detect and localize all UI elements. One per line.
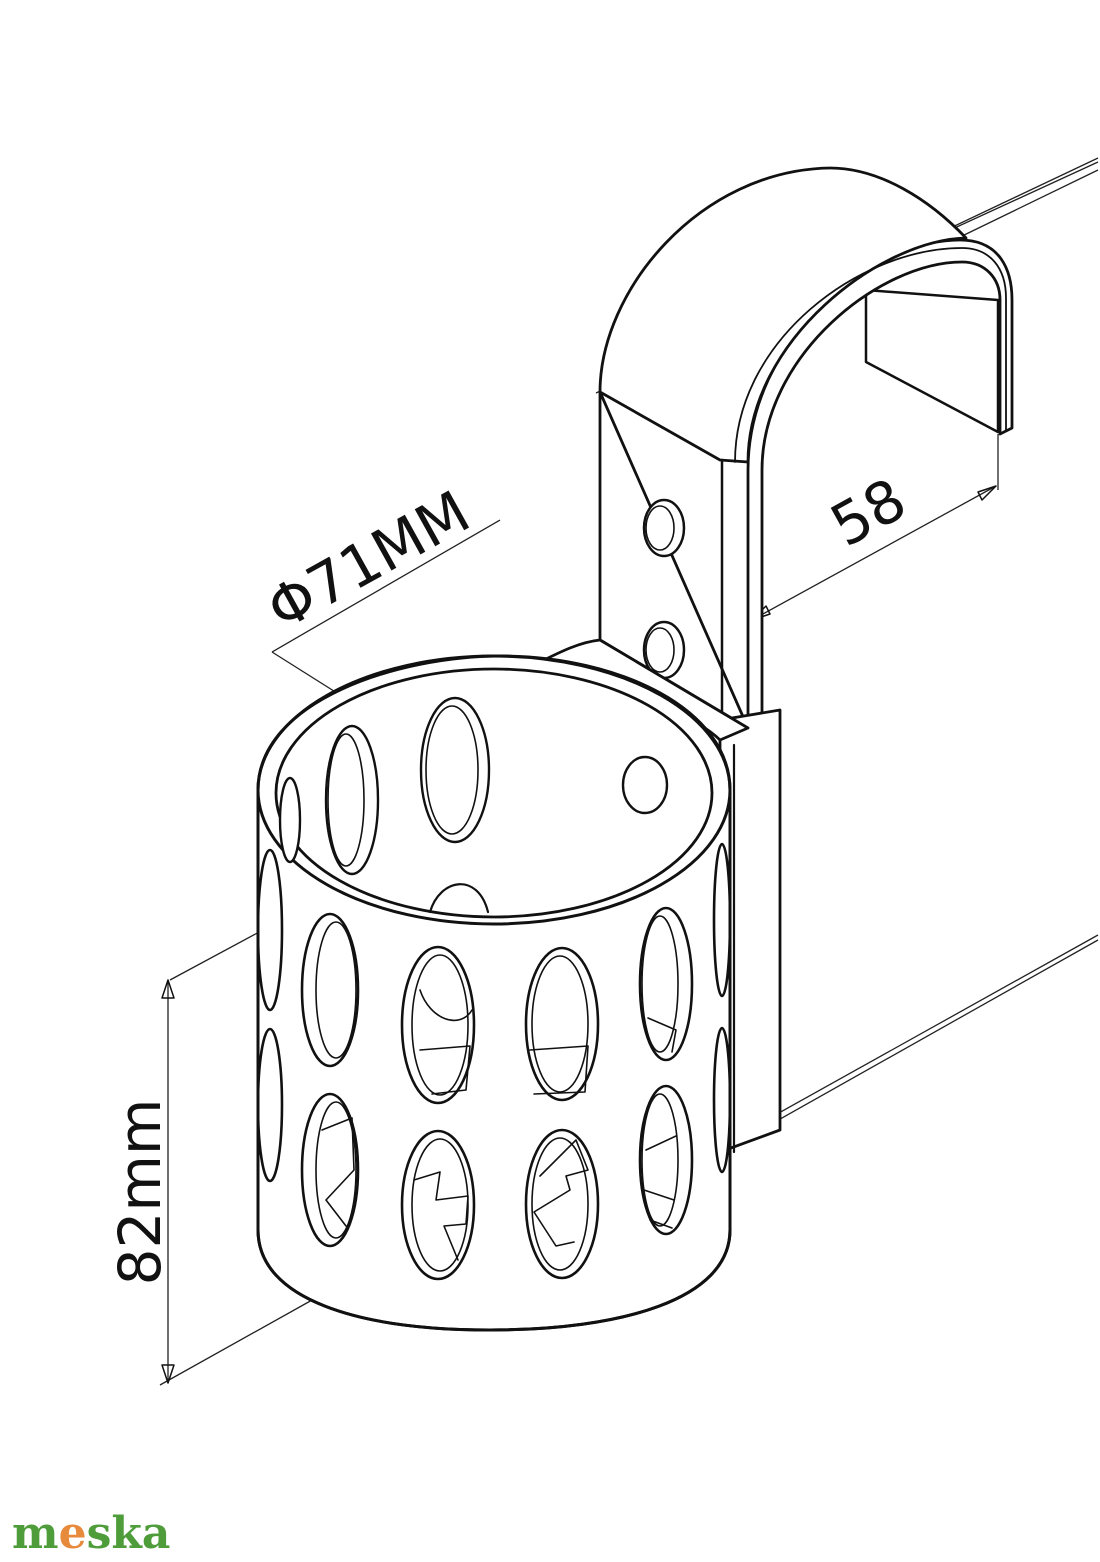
depth-label: 58 bbox=[820, 465, 918, 560]
watermark-part-ska: ska bbox=[86, 1508, 171, 1559]
wall-holes-upper-row bbox=[256, 842, 732, 1105]
depth-dimension-line bbox=[751, 485, 997, 621]
watermark-part-m: m bbox=[12, 1508, 59, 1559]
wall-holes-lower-row bbox=[256, 1026, 732, 1281]
cup-basket bbox=[256, 638, 750, 1332]
hook-bracket bbox=[598, 166, 1014, 730]
watermark-part-e: e bbox=[58, 1508, 87, 1559]
meska-watermark-logo: meska bbox=[12, 1508, 170, 1559]
screw-hole bbox=[621, 755, 669, 815]
height-label: 82mm bbox=[106, 1099, 174, 1286]
mounting-hole-upper bbox=[642, 498, 686, 558]
diameter-label: Φ71MM bbox=[256, 478, 481, 644]
